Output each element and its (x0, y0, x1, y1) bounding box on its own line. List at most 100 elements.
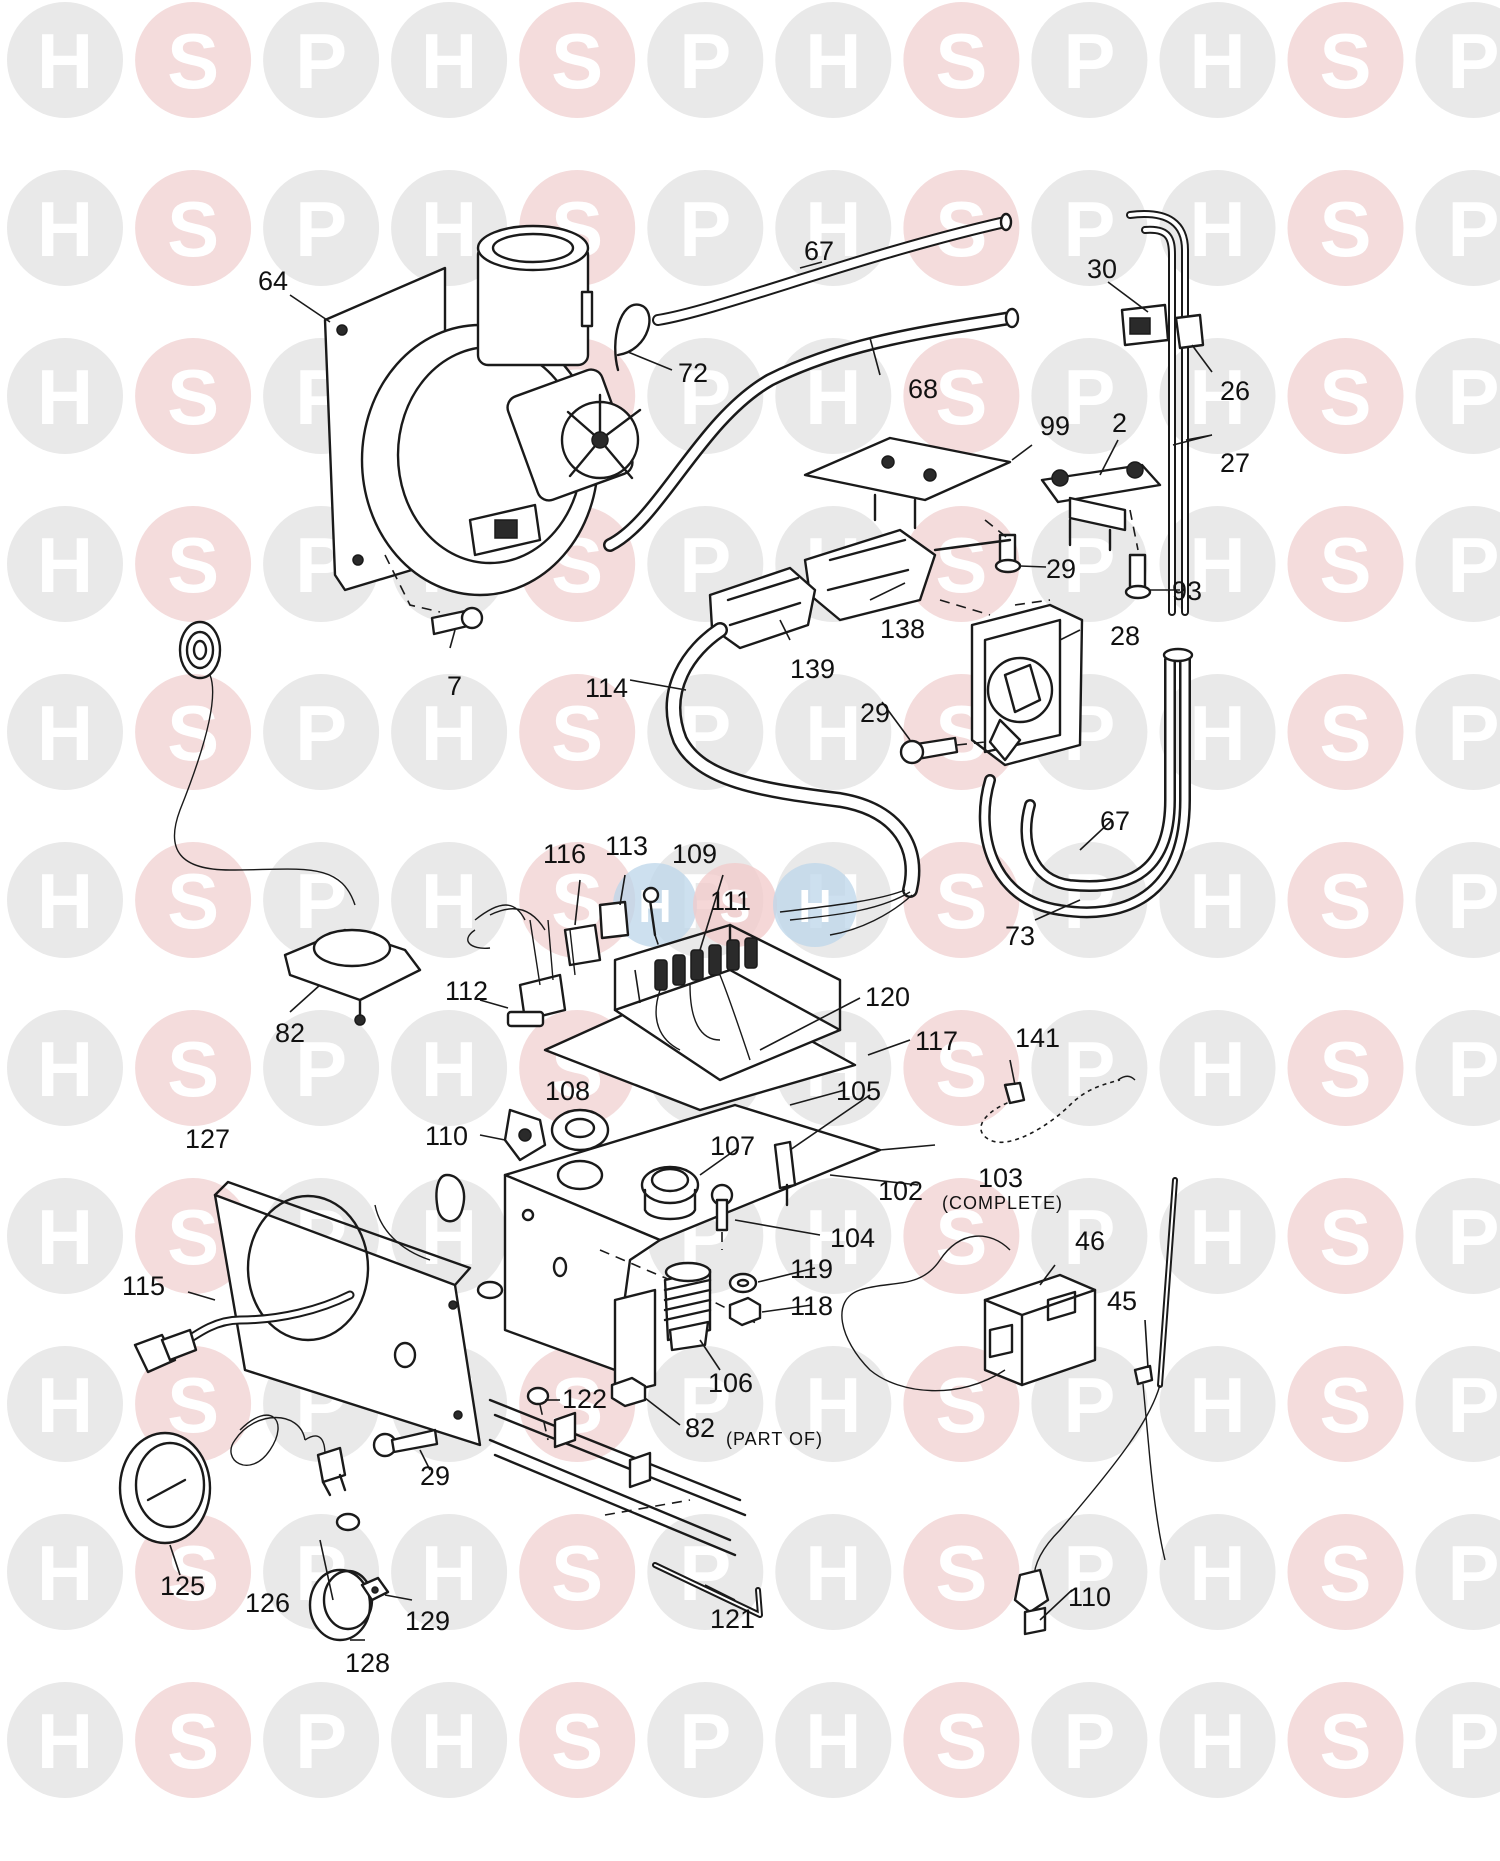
callout-104: 104 (830, 1223, 875, 1253)
watermark-circle (135, 506, 252, 622)
hoses-top (603, 212, 1020, 552)
watermark-letter: P (1063, 521, 1115, 609)
watermark-circle (1031, 338, 1148, 454)
watermark-circle (263, 1682, 380, 1798)
watermark-circle (1287, 1682, 1404, 1798)
watermark-circle (1287, 1010, 1404, 1126)
watermark-letter: P (1063, 1193, 1115, 1281)
part-number-callouts: 64 72 67 68 30 26 27 99 2 29 93 138 139 … (122, 236, 1250, 1678)
watermark-circle (647, 338, 764, 454)
watermark-letter: P (1447, 1697, 1499, 1785)
callout-29-mid: 29 (860, 698, 890, 728)
watermark-letter: H (805, 1361, 861, 1449)
watermark-letter: H (1189, 185, 1245, 273)
callout-116: 116 (543, 839, 586, 869)
watermark-circle (135, 674, 252, 790)
rails-122 (488, 1386, 747, 1557)
callout-112: 112 (445, 976, 488, 1006)
badge-circle-mid (693, 863, 777, 947)
watermark-circle (775, 2, 892, 118)
watermark-circle (1415, 1682, 1500, 1798)
watermark-circle (519, 1682, 636, 1798)
watermark-letter: P (679, 1697, 731, 1785)
watermark-letter: P (1447, 185, 1499, 273)
screw-29-mid (899, 736, 986, 765)
bracket-plate-99 (803, 436, 1012, 530)
callout-29-bottom: 29 (420, 1461, 450, 1491)
capillary-sensor-127 (173, 620, 356, 906)
watermark-circle (1159, 1682, 1276, 1798)
watermark-letter: P (295, 1025, 347, 1113)
watermark-letter: S (1319, 1193, 1371, 1281)
callout-141: 141 (1015, 1023, 1060, 1053)
lamp-cable-115 (133, 1290, 355, 1374)
watermark-circle (1287, 338, 1404, 454)
badge-letter-left: H (638, 880, 671, 932)
watermark-circle (1159, 2, 1276, 118)
watermark-letter: S (1319, 185, 1371, 273)
watermark-letter: P (1447, 353, 1499, 441)
terminal-blocks (467, 900, 630, 1028)
rod-and-clip (1120, 210, 1205, 616)
callout-45: 45 (1107, 1286, 1137, 1316)
watermark-circle (903, 1514, 1020, 1630)
watermark-letter: P (1447, 521, 1499, 609)
watermark-circle (7, 338, 123, 454)
callout-128: 128 (345, 1648, 390, 1678)
watermark-circle (1031, 1010, 1148, 1126)
watermark-letter: H (37, 1025, 93, 1113)
connectors-138-139 (708, 528, 1012, 650)
watermark-circle (1031, 1346, 1148, 1462)
callout-106: 106 (708, 1368, 753, 1398)
watermark-letter: H (1189, 521, 1245, 609)
callout-110-top: 110 (425, 1121, 468, 1151)
watermark-circle (263, 674, 380, 790)
watermark-circle (7, 1010, 123, 1126)
callout-93: 93 (1172, 576, 1202, 606)
callout-129: 129 (405, 1606, 450, 1636)
callout-138: 138 (880, 614, 925, 644)
watermark-letter: H (421, 857, 477, 945)
watermark-letter: H (37, 857, 93, 945)
watermark-letter: P (295, 17, 347, 105)
callout-27: 27 (1220, 448, 1250, 478)
watermark-circle (135, 338, 252, 454)
clip-110-top (503, 1108, 547, 1162)
watermark-letter: S (1319, 1697, 1371, 1785)
watermark-circle (135, 170, 252, 286)
watermark-letter: S (167, 521, 219, 609)
watermark-circle (1287, 2, 1404, 118)
watermark-letter: P (1063, 1529, 1115, 1617)
watermark-letter: P (1063, 1697, 1115, 1785)
watermark-letter: S (1319, 689, 1371, 777)
watermark-letter: S (935, 1529, 987, 1617)
watermark-circle (7, 1346, 123, 1462)
callout-102: 102 (878, 1176, 923, 1206)
watermark-letter: P (1447, 1361, 1499, 1449)
watermark-circle (135, 1682, 252, 1798)
watermark-letter: H (1189, 17, 1245, 105)
watermark-circle (1415, 2, 1500, 118)
badge-letter-mid: S (720, 880, 751, 932)
callout-26: 26 (1220, 376, 1250, 406)
callout-30: 30 (1087, 254, 1117, 284)
watermark-circle (7, 674, 123, 790)
watermark-circle (1415, 1010, 1500, 1126)
watermark-letter: H (421, 185, 477, 273)
watermark-letter: S (167, 1697, 219, 1785)
watermark-letter: P (1063, 17, 1115, 105)
watermark-letter: S (1319, 1025, 1371, 1113)
watermark-letter: S (167, 689, 219, 777)
watermark-circle (1287, 1514, 1404, 1630)
callout-64: 64 (258, 266, 288, 296)
watermark-letter: S (935, 1361, 987, 1449)
watermark-circle (1287, 842, 1404, 958)
watermark-circle (1031, 1178, 1148, 1294)
watermark-circle (1415, 842, 1500, 958)
watermark-circle (391, 1178, 508, 1294)
watermark-circle (903, 2, 1020, 118)
callout-67-top: 67 (804, 236, 834, 266)
watermark-circle (263, 1010, 380, 1126)
watermark-circle (1415, 506, 1500, 622)
callout-82-top: 82 (275, 1018, 305, 1048)
